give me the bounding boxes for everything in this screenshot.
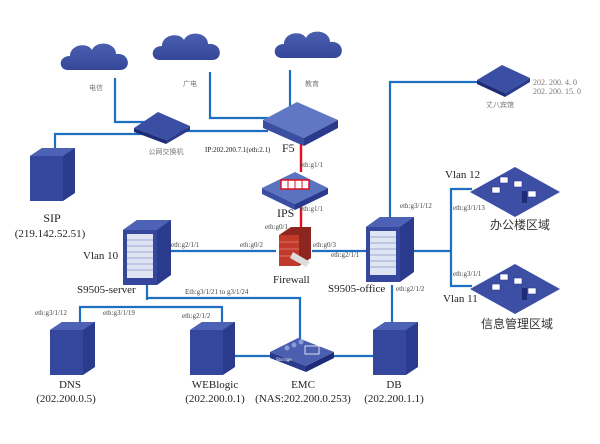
- weblogic-server-icon: [190, 322, 235, 375]
- info-zone-icon: [469, 263, 561, 315]
- server-name: EMC: [291, 379, 315, 391]
- server-trunk-label: Eth:g3/1/21 to g3/1/24: [185, 288, 249, 296]
- sip-label: SIP: [43, 211, 61, 225]
- firewall-label: Firewall: [273, 274, 310, 286]
- server-switch-icon: [122, 219, 172, 286]
- vlan10-label: Vlan 10: [83, 250, 119, 262]
- zone-port: eth:g3/1/13: [453, 204, 485, 212]
- links: [53, 70, 480, 358]
- link-office-branch: [388, 80, 480, 218]
- server-switch-label: S9505-server: [77, 284, 136, 296]
- f5-label: F5: [282, 141, 295, 155]
- link-server-emc: [147, 296, 302, 345]
- vlan12-label: Vlan 12: [445, 169, 480, 181]
- firewall-port-right: eth:g0/3: [313, 241, 336, 249]
- server-ip: (NAS:202.200.0.253): [255, 393, 351, 405]
- server-ip: (202.200.0.1): [185, 393, 245, 405]
- server-port-right: eth:g2/1/1: [171, 241, 200, 249]
- emc-storage-icon: Storage: [270, 338, 334, 372]
- f5-load-balancer-icon: [263, 102, 338, 146]
- cloud-icon-telecom: [60, 43, 128, 70]
- branch-router-icon: [477, 65, 530, 97]
- link-server-dns-web: [78, 305, 224, 322]
- link-telecom-switch: [113, 78, 150, 124]
- server-name: DB: [386, 379, 401, 391]
- office-switch-icon: [365, 216, 415, 283]
- storage-badge: Storage: [276, 357, 292, 362]
- link-zones-trunk: [449, 187, 472, 288]
- server-name: DNS: [59, 379, 81, 391]
- server-port-dns: eth:g3/1/12: [35, 309, 67, 317]
- firewall-port-left: eth:g0/2: [240, 241, 263, 249]
- public-switch-label: 公网交换机: [149, 147, 184, 156]
- public-switch-icon: [134, 112, 190, 144]
- info-zone-label: 信息管理区域: [481, 316, 553, 331]
- db-server-icon: [373, 322, 418, 375]
- f5-port-label: eth:g1/1: [300, 161, 323, 169]
- branch-net2: 202. 200. 15. 0: [533, 87, 581, 96]
- office-port-down: eth:g2/1/2: [396, 285, 425, 293]
- cloud-icon-education: [274, 31, 342, 58]
- sip-ip: (219.142.52.51): [15, 228, 86, 240]
- server-ip: (202.200.1.1): [364, 393, 424, 405]
- sip-server-icon: [30, 148, 75, 201]
- office-port-up: eth:g3/1/12: [400, 202, 432, 210]
- cloud-label: 电信: [89, 83, 103, 92]
- server-name: WEBlogic: [192, 379, 239, 391]
- vlan11-label: Vlan 11: [443, 293, 478, 305]
- ips-port-label: eth:g1/1: [300, 205, 323, 213]
- firewall-icon: [279, 227, 311, 267]
- firewall-port-top: eth:g0/1: [265, 223, 288, 231]
- branch-net1: 202. 200. 4. 0: [533, 78, 577, 87]
- zone-port: eth:g3/1/1: [453, 270, 482, 278]
- office-zone-label: 办公楼区域: [490, 217, 550, 232]
- f5-ip-label: IP:202.200.7.1(eth:2.1): [205, 146, 271, 154]
- cloud-label: 广电: [183, 79, 197, 88]
- ips-icon: [262, 172, 328, 210]
- server-port-web: eth:g2/1/2: [182, 312, 211, 320]
- link-sip-switch: [53, 132, 148, 150]
- office-port-left: eth:g2/1/1: [331, 251, 360, 259]
- dns-server-icon: [50, 322, 95, 375]
- branch-label: 丈八宾馆: [486, 100, 514, 109]
- server-port-19: eth:g3/1/19: [103, 309, 135, 317]
- cloud-icon-cable: [152, 33, 220, 60]
- ips-label: IPS: [277, 206, 294, 220]
- server-ip: (202.200.0.5): [36, 393, 96, 405]
- link-cable-f5: [208, 72, 268, 120]
- cloud-label: 教育: [305, 79, 319, 88]
- office-switch-label: S9505-office: [328, 283, 385, 295]
